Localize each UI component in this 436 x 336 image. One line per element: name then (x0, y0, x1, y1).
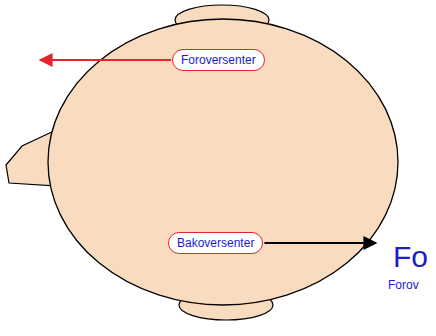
backward-arrow (264, 242, 376, 244)
label-box: Bakoversenter (168, 232, 263, 254)
label-text: Foroversenter (181, 53, 256, 67)
head (48, 19, 398, 305)
label-box: Foroversenter (172, 49, 265, 71)
label-text: Bakoversenter (177, 236, 254, 250)
forward-arrow (40, 59, 171, 61)
cut-heading: Fo (393, 240, 428, 274)
cut-subtext: Forov (388, 278, 419, 292)
